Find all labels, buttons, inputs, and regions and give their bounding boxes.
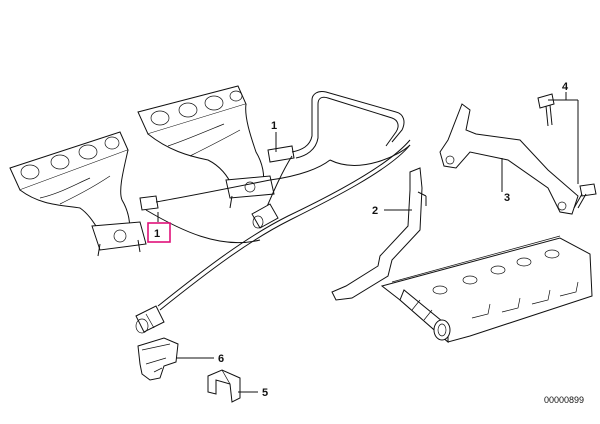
sensor-connector-upper (251, 203, 279, 229)
diagram-reference-number: 00000899 (544, 395, 584, 405)
bracket-side (331, 167, 427, 301)
bolt-lower (573, 183, 597, 209)
oxygen-sensor-rear (261, 91, 405, 219)
callout-6[interactable]: 6 (218, 353, 224, 365)
bracket-upper (439, 103, 579, 215)
cable-clip-holder (137, 337, 179, 381)
callout-1-upper[interactable]: 1 (271, 120, 277, 132)
bolt-upper (537, 93, 555, 127)
callout-3[interactable]: 3 (504, 192, 510, 204)
callout-1[interactable]: 1 (154, 228, 160, 240)
callout-2[interactable]: 2 (372, 205, 378, 217)
sensor-connector-lower (135, 305, 165, 334)
callout-5[interactable]: 5 (262, 387, 268, 399)
exhaust-manifold-rear (137, 85, 275, 209)
callout-1-highlight (147, 222, 171, 243)
oxygen-sensor-front (139, 139, 411, 311)
leader-lines (157, 92, 579, 393)
cable-clip (207, 369, 241, 403)
exhaust-manifold-front (9, 131, 147, 257)
callout-4[interactable]: 4 (562, 81, 569, 93)
cylinder-head-cover (380, 235, 593, 344)
